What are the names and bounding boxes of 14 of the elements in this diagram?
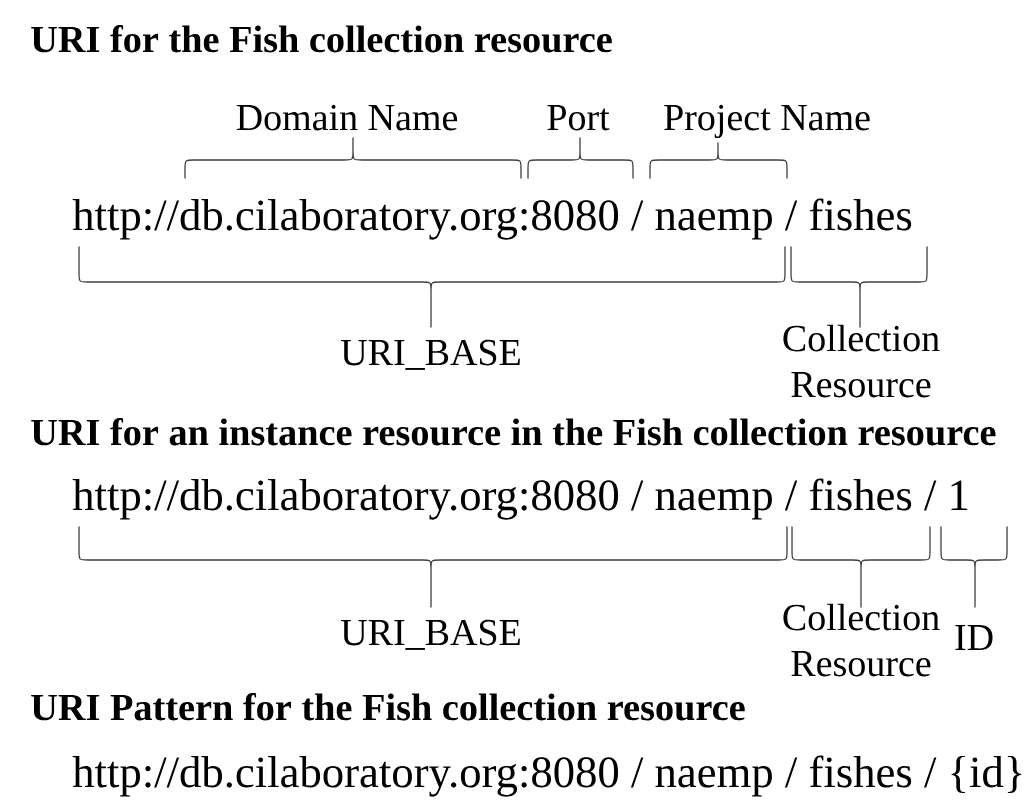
part-label: Domain Name: [236, 104, 458, 131]
section-heading: URI for the Fish collection resource: [31, 25, 612, 53]
uri-text: http://db.cilaboratory.org:8080 / naemp / fishes: [72, 198, 912, 240]
part-label: Port: [547, 105, 610, 131]
part-label: Collection Resource: [783, 324, 940, 398]
section-heading: URI Pattern for the Fish collection resource: [31, 693, 745, 721]
part-label: URI_BASE: [341, 339, 520, 370]
part-label: ID: [955, 625, 993, 651]
part-label: URI_BASE: [341, 619, 520, 650]
part-label: Collection Resource: [783, 603, 940, 677]
section-heading: URI for an instance resource in the Fish collection resource: [31, 418, 996, 446]
uri-text: http://db.cilaboratory.org:8080 / naemp / fishes / 1: [72, 478, 968, 520]
part-label: Project Name: [664, 104, 870, 139]
uri-text: http://db.cilaboratory.org:8080 / naemp / fishes / {id}: [72, 755, 1022, 797]
